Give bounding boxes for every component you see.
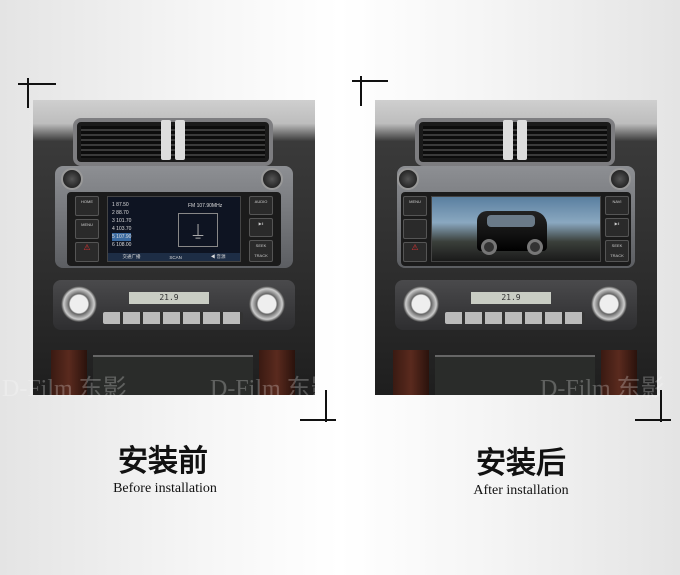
menu-button: MENU [403, 196, 427, 216]
preset: 3 101.70 [112, 218, 132, 224]
frequency: 107.90MHz [196, 203, 223, 209]
home-button: HOME [75, 196, 99, 216]
volume-knob [61, 168, 83, 190]
crop-mark [18, 83, 56, 85]
source-label: ◀ 音源 [210, 254, 226, 259]
antenna-icon: ⍊ [178, 213, 218, 247]
suv-image [477, 211, 547, 255]
preset: 1 87.50 [112, 202, 129, 208]
climate-display: 21.9 [129, 292, 209, 304]
before-title: 安装前 [118, 444, 208, 479]
band: FM [188, 203, 196, 209]
preset: 6 108.00 [112, 242, 132, 248]
air-vents [73, 118, 273, 166]
hazard-button: ⚠ [403, 242, 427, 262]
before-subtitle: Before installation [113, 481, 217, 496]
preset: 4 103.70 [112, 226, 132, 232]
climate-display: 21.9 [471, 292, 551, 304]
before-photo: HOME MENU ⚠ 1 87.50 2 88.70 3 101.70 4 1… [33, 100, 315, 395]
after-subtitle: After installation [473, 483, 569, 498]
preset-list: 1 87.50 2 88.70 3 101.70 4 103.70 5 107.… [112, 201, 132, 249]
head-unit: HOME MENU ⚠ 1 87.50 2 88.70 3 101.70 4 1… [67, 192, 281, 266]
android-head-unit: MENU ⚠ NAVI ▶‖ SEEK TRACK [401, 192, 631, 266]
audio-button: AUDIO [249, 196, 273, 215]
seek-track-button: SEEK TRACK [249, 240, 273, 262]
hazard-button: ⚠ [75, 242, 99, 262]
scan-label: SCAN [169, 254, 182, 260]
tune-knob [261, 168, 283, 190]
preset-selected: 5 107.90 [112, 233, 132, 241]
crop-mark [635, 419, 671, 421]
after-photo: MENU ⚠ NAVI ▶‖ SEEK TRACK 21.9 [375, 100, 657, 395]
traffic-label: 交通广播 [122, 254, 141, 259]
seek-track-button: SEEK TRACK [605, 240, 629, 262]
watermark: D-Film 东影 [210, 376, 335, 402]
crop-mark [352, 80, 388, 82]
navi-button: NAVI [605, 196, 629, 215]
crop-mark [360, 76, 362, 106]
play-pause-button: ▶‖ [249, 218, 273, 237]
crop-mark [300, 419, 336, 421]
play-pause-button: ▶‖ [605, 218, 629, 237]
crop-mark [325, 390, 327, 422]
stock-radio-screen: 1 87.50 2 88.70 3 101.70 4 103.70 5 107.… [107, 196, 241, 262]
car-wallpaper-screen [431, 196, 601, 262]
menu-button: MENU [75, 219, 99, 239]
crop-mark [660, 390, 662, 422]
preset: 2 88.70 [112, 210, 129, 216]
after-title: 安装后 [476, 446, 566, 481]
watermark: D-Film 东影 [540, 376, 665, 402]
blank-button [403, 219, 427, 239]
crop-mark [27, 78, 29, 108]
watermark: D-Film 东影 [2, 376, 127, 402]
